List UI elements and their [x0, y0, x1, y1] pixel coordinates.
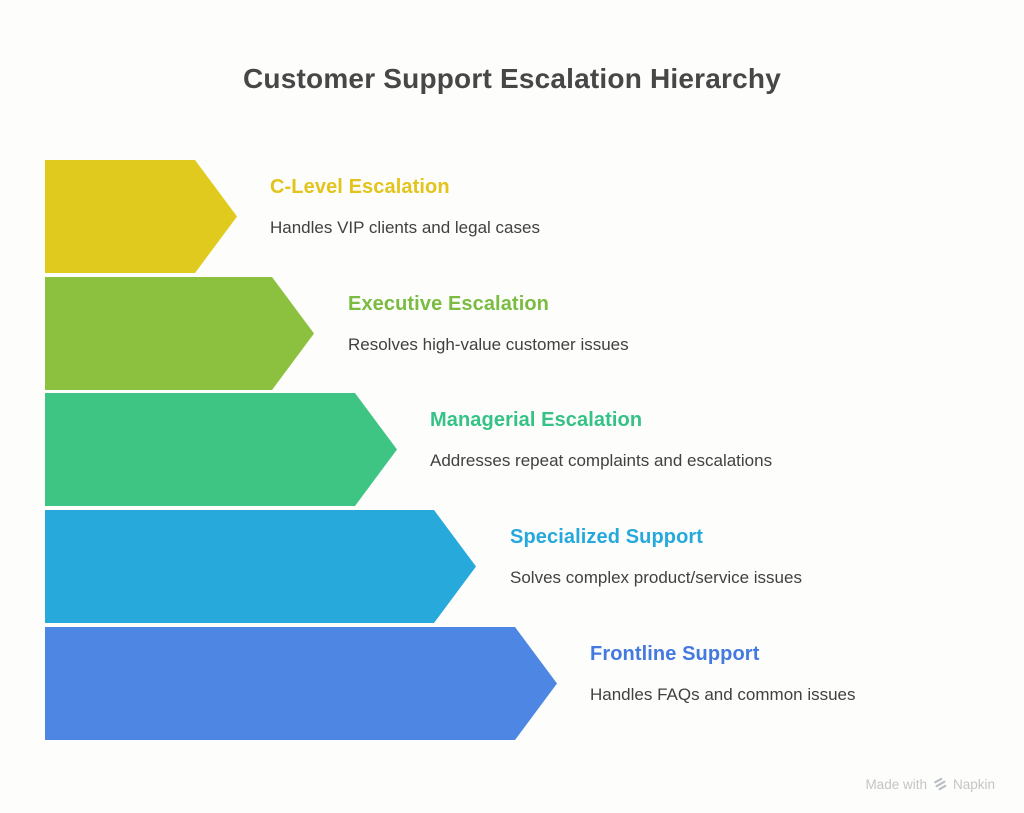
c-level-escalation-bar [45, 160, 237, 273]
frontline-support-text: Frontline Support Handles FAQs and commo… [590, 643, 856, 705]
level-title: Specialized Support [510, 526, 704, 548]
level-description: Handles VIP clients and legal cases [270, 218, 540, 237]
level-description: Handles FAQs and common issues [590, 685, 856, 704]
level-description: Solves complex product/service issues [510, 568, 802, 587]
managerial-escalation-text: Managerial Escalation Addresses repeat c… [430, 409, 772, 471]
specialized-support-bar [45, 510, 476, 623]
level-title: Managerial Escalation [430, 409, 643, 431]
level-title: Frontline Support [590, 643, 760, 665]
page-title: Customer Support Escalation Hierarchy [243, 63, 781, 94]
level-title: C-Level Escalation [270, 176, 450, 198]
level-description: Resolves high-value customer issues [348, 335, 629, 354]
made-with-label: Made with [865, 776, 927, 792]
specialized-support-text: Specialized Support Solves complex produ… [510, 526, 802, 588]
napkin-logo-icon [932, 776, 948, 792]
managerial-escalation-bar [45, 393, 397, 506]
executive-escalation-bar [45, 277, 314, 390]
level-title: Executive Escalation [348, 293, 549, 315]
brand-label: Napkin [952, 776, 995, 792]
c-level-escalation-text: C-Level Escalation Handles VIP clients a… [270, 176, 540, 238]
frontline-support-bar [45, 627, 557, 740]
executive-escalation-text: Executive Escalation Resolves high-value… [348, 293, 629, 355]
level-description: Addresses repeat complaints and escalati… [430, 451, 773, 470]
made-with-napkin-watermark: Made with Napkin [865, 776, 995, 792]
